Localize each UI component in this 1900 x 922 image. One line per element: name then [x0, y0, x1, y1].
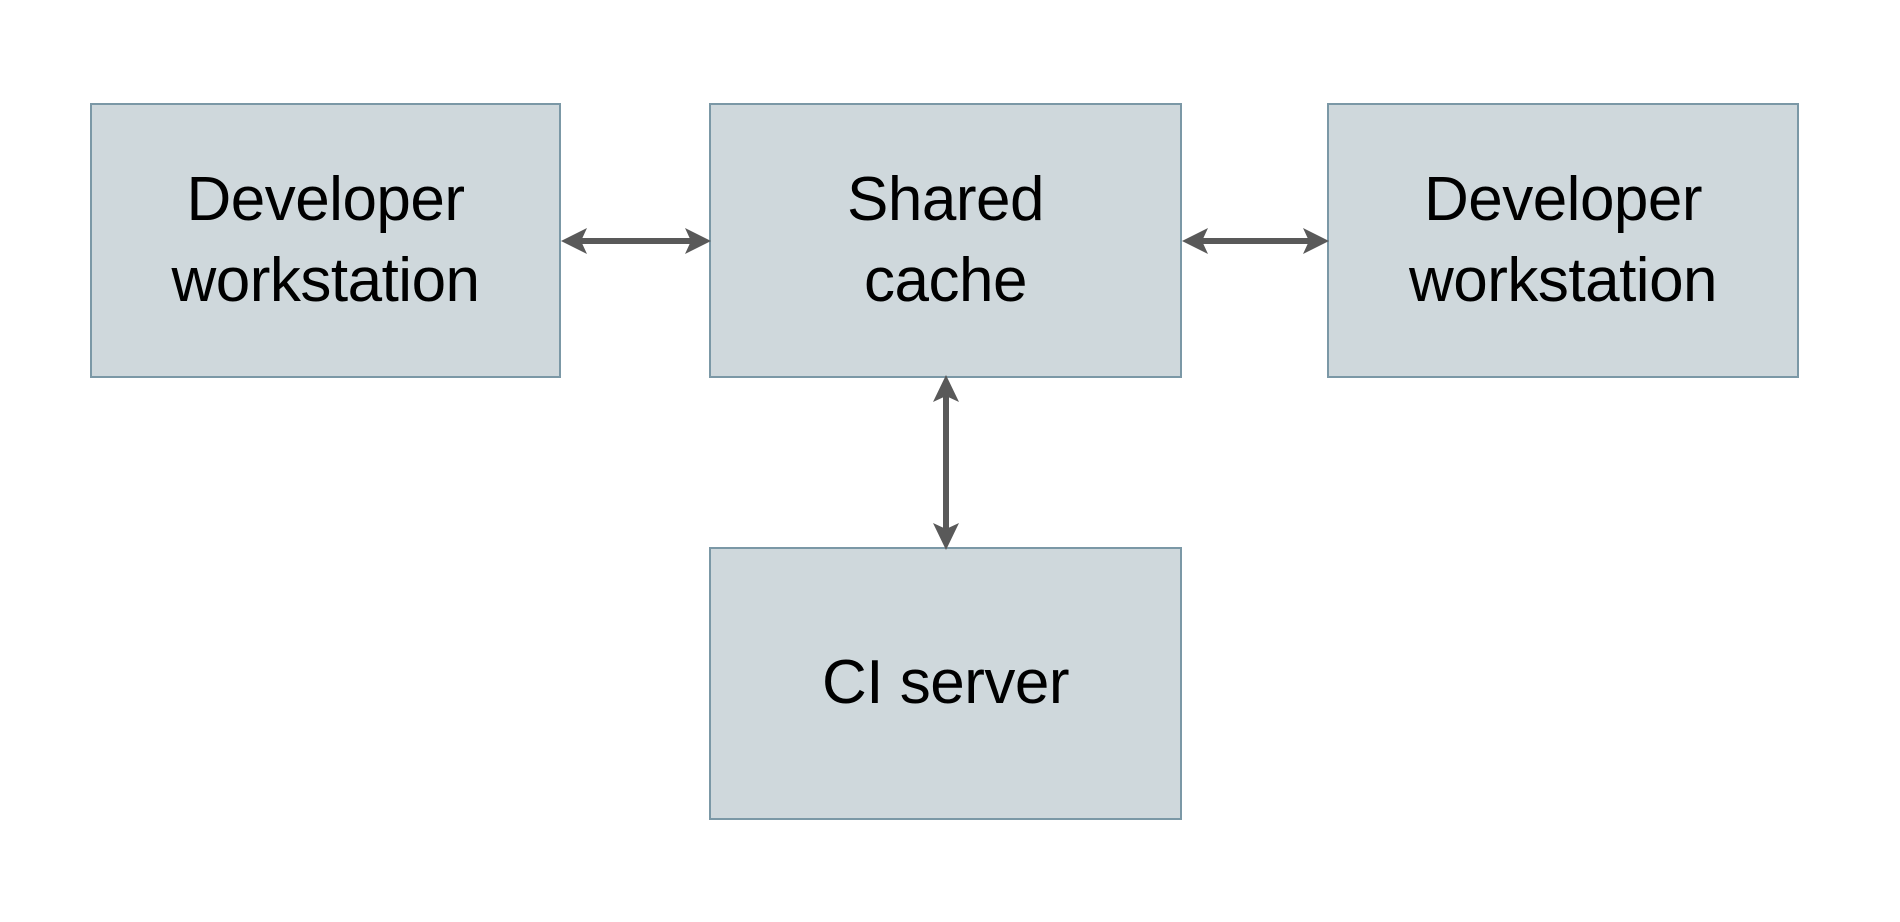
edge-shared-cache-to-developer-right	[1176, 205, 1335, 277]
edge-shared-cache-to-ci-server	[908, 370, 984, 555]
node-label: CI server	[822, 648, 1069, 718]
node-label: Developer workstation	[171, 164, 480, 315]
node-label: Developer workstation	[1408, 164, 1718, 315]
edge-developer-left-to-shared-cache	[555, 205, 717, 277]
double-arrow-horizontal-icon	[1182, 228, 1329, 254]
node-shared-cache[interactable]: Shared cache	[709, 103, 1182, 378]
double-arrow-horizontal-icon	[561, 228, 711, 254]
node-developer-workstation-left[interactable]: Developer workstation	[90, 103, 561, 378]
node-ci-server[interactable]: CI server	[709, 547, 1182, 820]
node-label: Shared cache	[847, 164, 1044, 315]
node-developer-workstation-right[interactable]: Developer workstation	[1327, 103, 1799, 378]
double-arrow-vertical-icon	[933, 375, 959, 550]
